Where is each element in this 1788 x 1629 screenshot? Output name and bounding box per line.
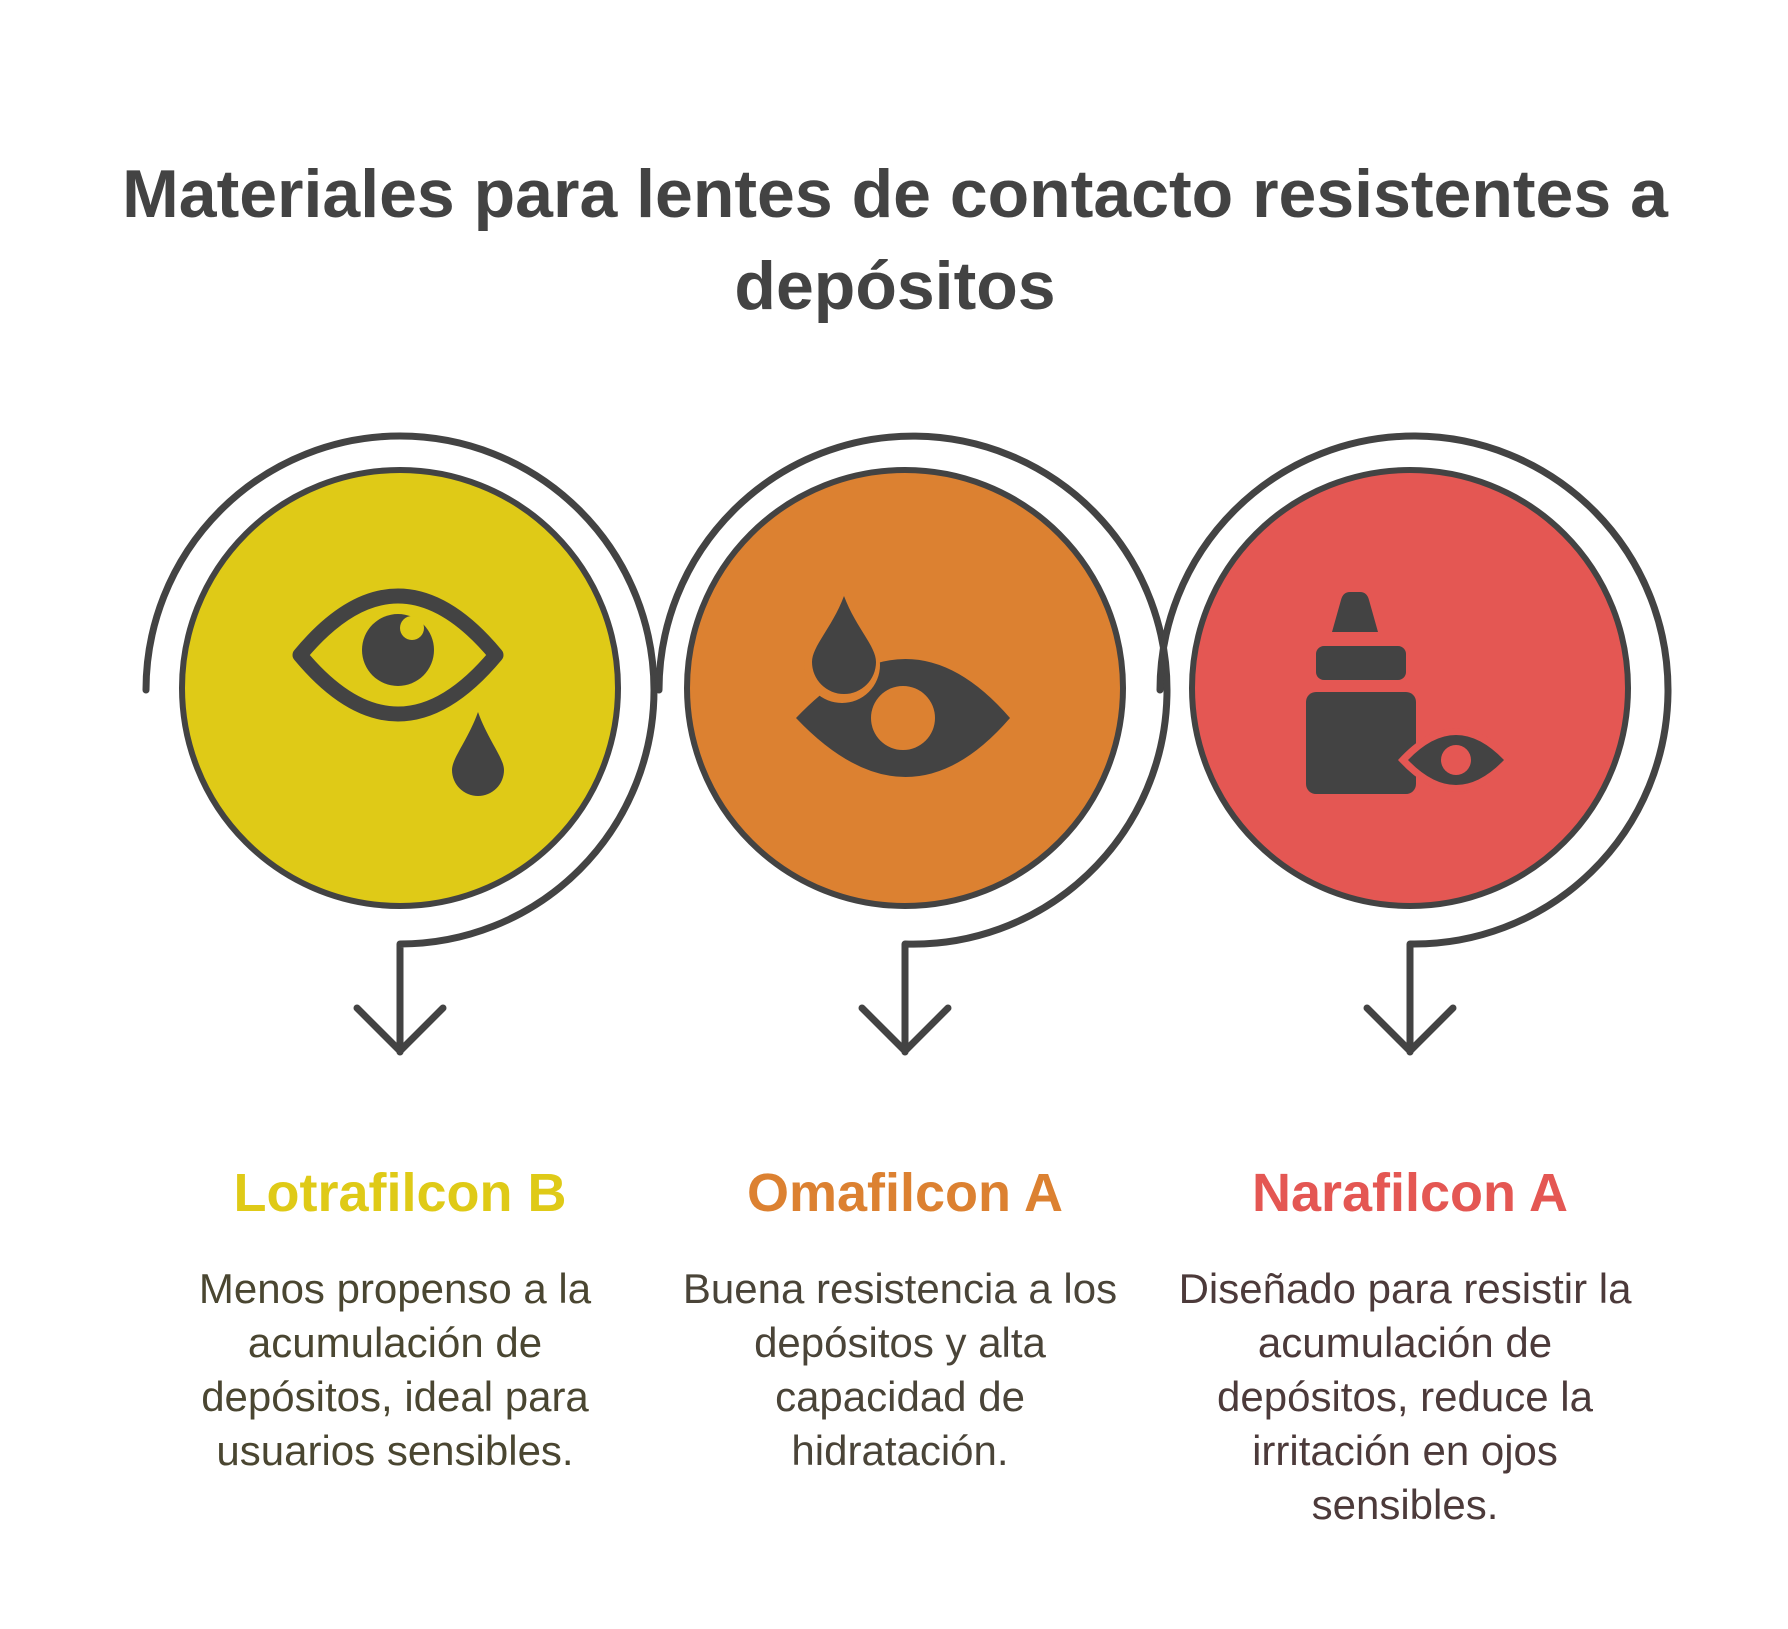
crying-eye-icon — [292, 588, 504, 796]
arrowhead-2 — [858, 1004, 952, 1055]
circle-narafilcon-a — [1189, 467, 1631, 909]
arc-connector-2 — [655, 432, 1171, 1056]
item-description-lotrafilcon-b: Menos propenso a la acumulación de depós… — [198, 1265, 592, 1474]
eye-with-drop-icon — [796, 596, 1010, 777]
arc-connector-1 — [142, 432, 658, 1056]
item-description-narafilcon-a: Diseñado para resistir la acumulación de… — [1178, 1265, 1632, 1528]
arrowhead-1 — [353, 1004, 447, 1055]
circle-lotrafilcon-b — [179, 467, 621, 909]
item-label-narafilcon-a: Narafilcon A — [1251, 1163, 1569, 1223]
page-title: Materiales para lentes de contacto resis… — [122, 156, 1668, 324]
item-label-omafilcon-a: Omafilcon A — [746, 1163, 1064, 1223]
item-description-omafilcon-a: Buena resistencia a los depósitos y alta… — [682, 1265, 1118, 1474]
eye-drops-bottle-icon — [1306, 592, 1514, 794]
item-label-lotrafilcon-b: Lotrafilcon B — [233, 1163, 567, 1223]
arrowhead-3 — [1363, 1004, 1457, 1055]
arc-connector-3 — [1156, 432, 1672, 1056]
